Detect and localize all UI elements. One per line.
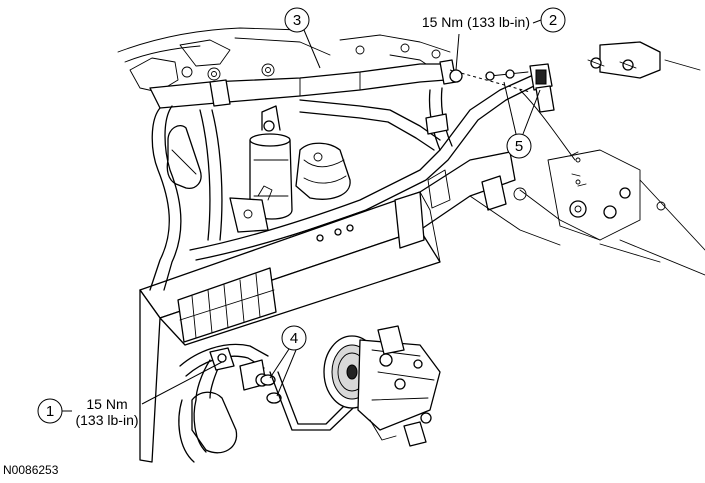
callout-2: 15 Nm (133 lb-in) 2 [422,7,566,71]
callout-2-torque: 15 Nm (133 lb-in) [422,14,530,30]
ac-lines [149,49,555,291]
callout-3-number: 3 [293,12,301,29]
engine-background-linework [117,27,705,276]
callout-4: 4 [269,325,307,397]
callout-1-torque: 15 Nm [86,396,127,412]
callout-1-torque-imperial: (133 lb-in) [75,412,138,428]
callout-5: 5 [503,81,541,159]
callout-1: 1 15 Nm (133 lb-in) [37,361,223,428]
compressor [323,325,441,447]
figure-id: N0086253 [3,463,59,477]
callout-4-circle [281,325,307,351]
callout-3: 3 [284,7,321,69]
callout-5-circle [506,133,532,159]
frame-rail [139,151,561,463]
callout-4-number: 4 [290,330,298,347]
frame-vent-slots [177,267,277,343]
lower-hose [178,343,373,463]
callout-5-number: 5 [515,138,523,155]
callout-2-number: 2 [549,12,557,29]
callout-2-circle [540,7,566,33]
callout-1-number: 1 [46,403,54,420]
callout-3-circle [284,7,310,33]
